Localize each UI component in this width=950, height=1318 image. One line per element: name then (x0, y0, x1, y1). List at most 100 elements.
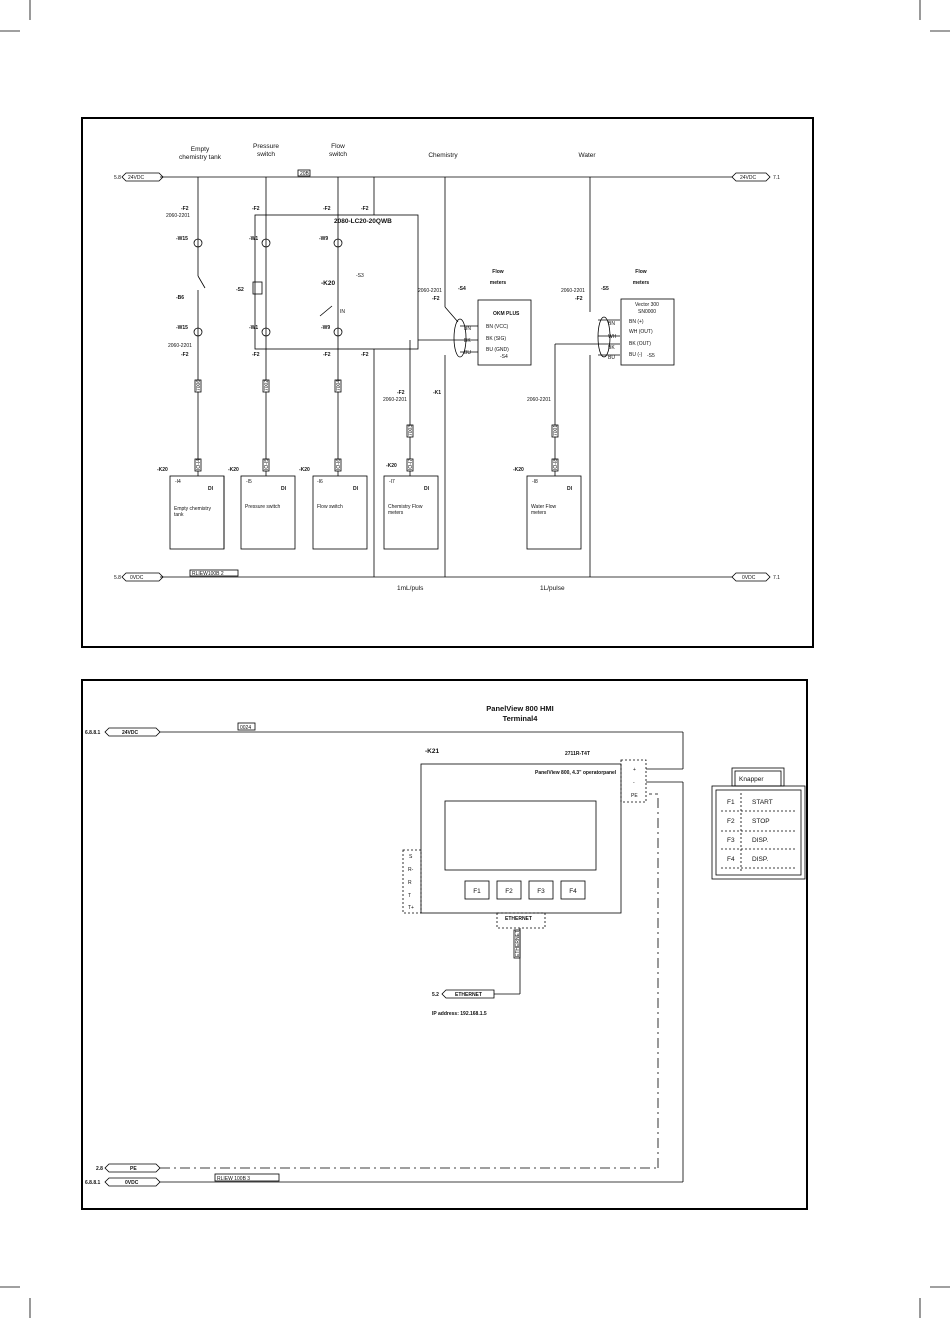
hmi-key-f1[interactable]: F1 (473, 888, 481, 895)
hmi-wiring-panel: PanelView 800 HMI Terminal4 (81, 679, 808, 1210)
io-card-2-ref: -I5 (246, 479, 252, 485)
flow-meter2-tag: -S5 (647, 353, 655, 359)
heading-pressure-1: Pressure (253, 143, 279, 150)
legend-title: Knapper (739, 776, 764, 783)
wire-label-7001: 7001 (553, 425, 559, 436)
rail-bot-left-tag: 0VDC (130, 575, 144, 581)
io-card-1-text-2: tank (174, 512, 184, 518)
legend-action-3: DISP. (752, 837, 768, 844)
wire-label-io-i7: IO-I7 (408, 459, 414, 470)
flow-meter2-pin-4: BU (-) (629, 352, 643, 358)
io-card-3-tag: -K20 (299, 467, 310, 473)
rail-top-wire: 20B (300, 171, 310, 177)
heading-flow-2: switch (329, 151, 347, 158)
serial-pin-r: R (408, 880, 412, 886)
flow-meter1-pin-1: BN (VCC) (486, 324, 509, 330)
tag-w9-a: -W9 (319, 236, 328, 242)
legend-action-1: START (752, 799, 773, 806)
panel-frame (81, 117, 814, 648)
flow-meter2-pin-1: BN (+) (629, 319, 644, 325)
rail-top-right-ref: 7.1 (773, 175, 780, 181)
part-number-6: 2060-2201 (527, 397, 551, 403)
flow-meter1-pin-2: BK (SIG) (486, 336, 506, 342)
f2-tag-8: -F2 (361, 352, 369, 358)
heading-flow-1: Flow (331, 143, 345, 150)
f2-tag-1: -F2 (181, 206, 189, 212)
io-card-3-type: DI (353, 486, 359, 492)
heading-empty-tank-2: chemistry tank (179, 154, 222, 161)
hmi-key-f3[interactable]: F3 (537, 888, 545, 895)
module-tag: -K20 (321, 280, 335, 287)
tag-w15-a: -W15 (176, 236, 188, 242)
io-wiring-panel: Empty chemistry tank Pressure switch Flo… (81, 117, 814, 648)
legend-action-2: STOP (752, 818, 770, 825)
flow-meter1-wire-3: BU (464, 350, 471, 356)
eth-ip-address: IP address: 192.168.1.5 (432, 1011, 487, 1017)
flow-meter2-name-2: SN0000 (638, 309, 656, 315)
flow-meter1-wire-1: BN (464, 326, 471, 332)
flow-meter2-name-1: Vector 300 (635, 302, 659, 308)
tag-s2: -S2 (236, 287, 244, 293)
rail-0vdc-tag: 0VDC (125, 1180, 139, 1186)
flow-meter1-name: OKM PLUS (493, 311, 520, 317)
f2-tag-7: -F2 (323, 352, 331, 358)
wire-label-7006: 7006 (196, 380, 202, 391)
rail-bot-left-ref: 5.8 (114, 575, 121, 581)
wire-label-7004: 7004 (336, 380, 342, 391)
power-pin-pe: PE (631, 793, 638, 799)
rail-24vdc-ref: 6.8.8.1 (85, 730, 101, 736)
io-card-2-text-1: Pressure switch (245, 504, 281, 510)
legend-key-1: F1 (727, 799, 735, 806)
tag-k1: -K1 (433, 390, 441, 396)
flow-meter2-pin-2: WH (OUT) (629, 329, 653, 335)
rail-24vdc-tag: 24VDC (122, 730, 139, 736)
serial-pin-r-: R- (408, 867, 414, 873)
part-number-4: 2060-2201 (383, 397, 407, 403)
flow-meter2-pin-3: BK (OUT) (629, 341, 651, 347)
rail-top-left-tag: 24VDC (128, 175, 145, 181)
module-sub: -S3 (356, 273, 364, 279)
io-card-5-text-2: meters (531, 510, 547, 516)
io-card-4-ref: -I7 (389, 479, 395, 485)
wire-label-io-i4: IO-I4 (196, 459, 202, 470)
f2-tag-4: -F2 (361, 206, 369, 212)
rail-pe-tag: PE (130, 1166, 137, 1172)
io-card-1-ref: -I4 (175, 479, 181, 485)
io-card-3-ref: -I6 (317, 479, 323, 485)
tag-w1-a: -W1 (249, 236, 258, 242)
hmi-key-f2[interactable]: F2 (505, 888, 513, 895)
io-card-4-tag: -K20 (386, 463, 397, 469)
f2-tag-5: -F2 (181, 352, 189, 358)
tag-s5: -S5 (601, 286, 609, 292)
part-number-5: 2060-2201 (561, 288, 585, 294)
io-card-1-type: DI (208, 486, 214, 492)
heading-water: Water (578, 152, 596, 159)
pulse-label-water: 1L/pulse (540, 585, 565, 592)
flow-meter2-head-2: meters (633, 280, 650, 286)
flow-meter2-wire-3: BK (608, 345, 615, 351)
io-card-1-text-1: Empty chemistry (174, 506, 211, 512)
heading-chemistry: Chemistry (428, 152, 458, 159)
rail-bot-right-tag: 0VDC (742, 575, 756, 581)
part-number-2: 2060-2201 (168, 343, 192, 349)
power-pin-minus: - (633, 780, 635, 786)
io-card-4-text-2: meters (388, 510, 404, 516)
f2-tag-2: -F2 (252, 206, 260, 212)
wire-label-io-i5: IO-I5 (264, 459, 270, 470)
tag-w9-b: -W9 (321, 325, 330, 331)
io-card-3-text-1: Flow switch (317, 504, 343, 510)
flow-meter2-wire-4: BU (608, 355, 615, 361)
hmi-desc: PanelView 800, 4.3" operatorpanel (535, 770, 617, 776)
hmi-key-f4[interactable]: F4 (569, 888, 577, 895)
f2-tag-11: -F2 (575, 296, 583, 302)
power-pin-plus: + (633, 767, 636, 773)
eth-ref: 5.2 (432, 992, 439, 998)
hmi-eth-port-label: ETHERNET (505, 916, 532, 922)
flow-meter1-wire-2: BK (464, 338, 471, 344)
wire-label-7002: 7002 (264, 380, 270, 391)
rail-pe-ref: 2.8 (96, 1166, 103, 1172)
legend-action-4: DISP. (752, 856, 768, 863)
io-card-2-tag: -K20 (228, 467, 239, 473)
heading-empty-tank-1: Empty (191, 146, 210, 153)
